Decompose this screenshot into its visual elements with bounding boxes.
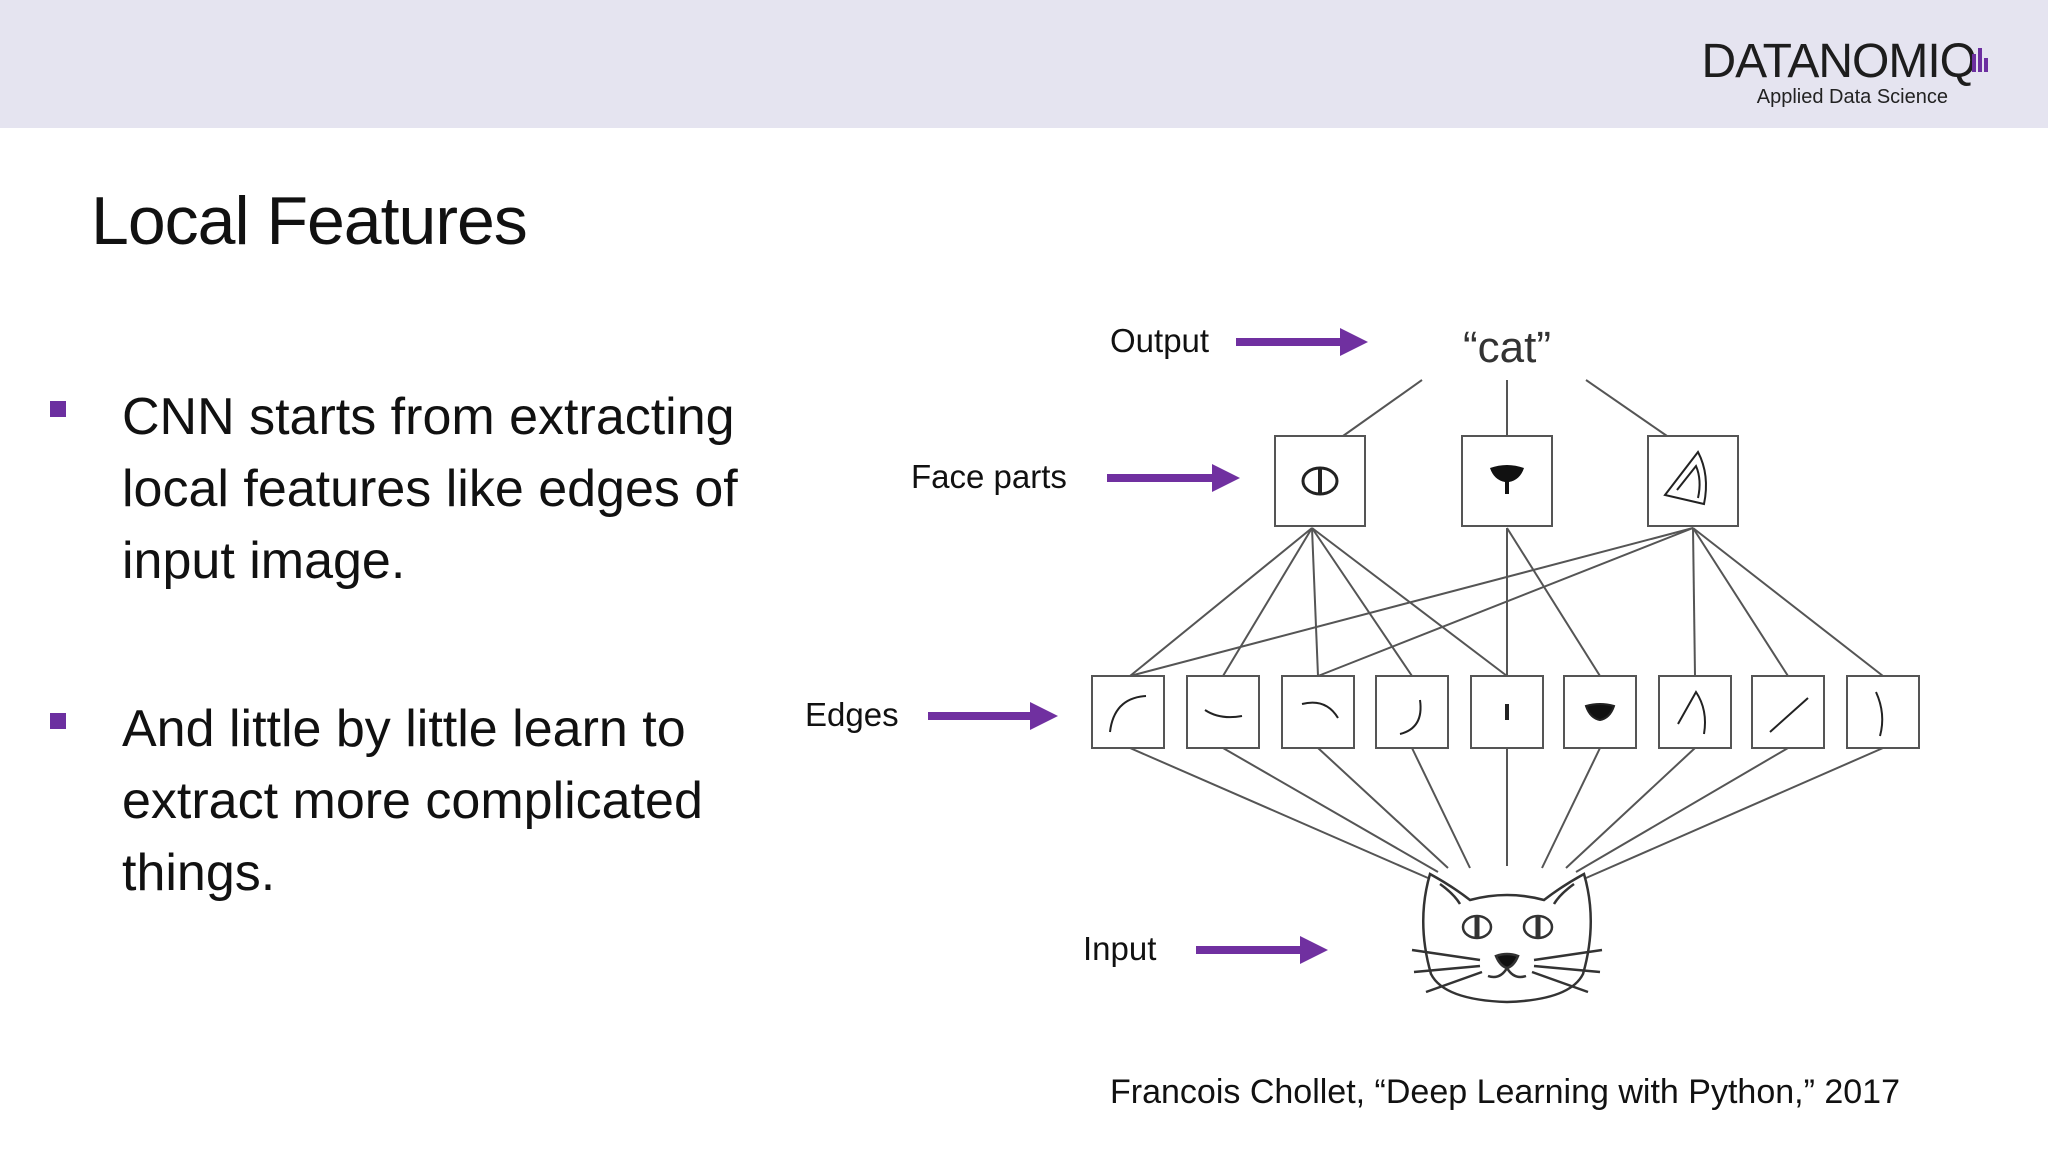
bullet-text: CNN starts from extracting local feature… <box>122 388 738 590</box>
face-parts-label: Face parts <box>911 458 1067 495</box>
output-cat-label: “cat” <box>1463 323 1551 372</box>
face-part-eye-icon <box>1274 435 1366 527</box>
input-cat-face-icon <box>1411 872 1603 1004</box>
output-label: Output <box>1110 322 1210 359</box>
logo-magnifier-icon <box>1972 48 1988 72</box>
face-part-connections <box>1129 527 1884 677</box>
input-arrow-icon <box>1196 936 1328 964</box>
curve-edge-icon <box>1091 675 1165 749</box>
output-arrow-icon <box>1236 328 1368 356</box>
wave-edge-icon <box>1186 675 1260 749</box>
input-label: Input <box>1083 930 1157 967</box>
header-bar: DATANOMIQ Applied Data Science <box>0 0 2048 128</box>
edges-label: Edges <box>805 696 899 733</box>
diagram-drawing: “cat” <box>928 323 1920 1004</box>
output-connections <box>1342 379 1668 437</box>
bullet-square-icon <box>50 401 66 417</box>
ear-edge-icon <box>1658 675 1732 749</box>
cnn-feature-hierarchy-diagram: “cat” <box>780 300 1960 1020</box>
edges-arrow-icon <box>928 702 1058 730</box>
logo-tagline: Applied Data Science <box>1756 86 1948 108</box>
face-part-nose-icon <box>1461 435 1553 527</box>
face-parts-arrow-icon <box>1107 464 1240 492</box>
hook-edge-icon <box>1375 675 1449 749</box>
arc-edge-icon <box>1281 675 1355 749</box>
edge-boxes <box>1091 675 1920 749</box>
logo-text: DATANOMIQ <box>1701 35 1977 88</box>
bullet-text: And little by little learn to extract mo… <box>122 700 703 902</box>
citation: Francois Chollet, “Deep Learning with Py… <box>1110 1073 1900 1111</box>
datanomiq-logo: DATANOMIQ Applied Data Science <box>1684 30 2004 114</box>
slide-title: Local Features <box>91 183 528 259</box>
bullet-square-icon <box>50 713 66 729</box>
diagonal-edge-icon <box>1751 675 1825 749</box>
bracket-edge-icon <box>1846 675 1920 749</box>
edge-connections <box>1129 747 1884 879</box>
face-part-ear-icon <box>1647 435 1739 527</box>
